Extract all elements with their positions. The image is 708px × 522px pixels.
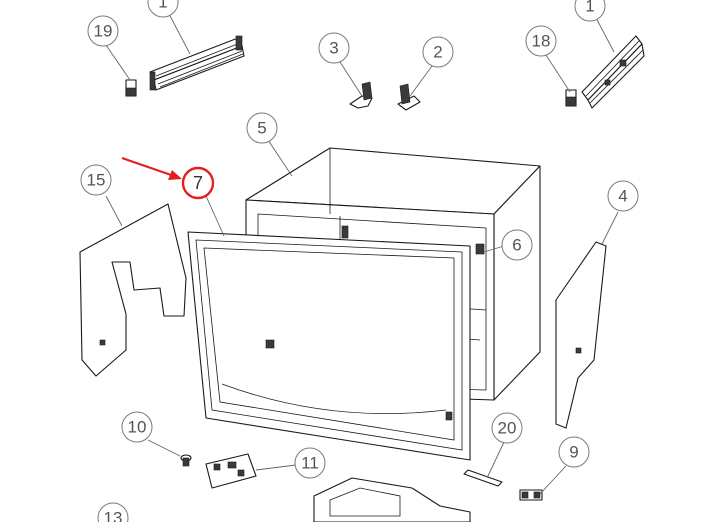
callout-10: 10 — [121, 411, 153, 443]
part-3-hinge[interactable] — [349, 81, 373, 109]
part-4-right-panel[interactable] — [555, 241, 607, 429]
callout-13: 13 — [97, 502, 129, 522]
svg-text:20: 20 — [498, 419, 517, 438]
callout-19: 19 — [87, 15, 119, 47]
callout-15: 15 — [80, 164, 112, 196]
part-9-latch[interactable] — [519, 489, 543, 501]
svg-text:10: 10 — [128, 418, 147, 437]
callout-5: 5 — [246, 112, 278, 144]
callout-2: 2 — [422, 36, 454, 68]
part-7-door-frame[interactable] — [187, 231, 471, 461]
part-10-screw[interactable] — [180, 454, 192, 467]
callout-6: 6 — [501, 229, 533, 261]
callout-4: 4 — [607, 180, 639, 212]
callout-1-left: 1 — [147, 0, 179, 18]
part-11-control-board[interactable] — [205, 453, 257, 489]
svg-text:1: 1 — [585, 0, 594, 16]
leader-lines — [105, 11, 619, 495]
svg-text:6: 6 — [512, 236, 521, 255]
callout-7-highlighted[interactable]: 7 — [181, 166, 215, 200]
svg-text:3: 3 — [329, 39, 338, 58]
part-2-hinge[interactable] — [397, 83, 421, 111]
part-15-left-panel[interactable] — [79, 203, 187, 377]
svg-text:2: 2 — [433, 43, 442, 62]
callout-11: 11 — [294, 447, 326, 479]
callout-18: 18 — [525, 25, 557, 57]
svg-text:19: 19 — [94, 22, 113, 41]
svg-text:13: 13 — [104, 509, 123, 522]
svg-text:5: 5 — [257, 119, 266, 138]
svg-text:11: 11 — [301, 454, 319, 473]
svg-text:15: 15 — [87, 171, 106, 190]
callout-1-right: 1 — [574, 0, 606, 22]
svg-text:18: 18 — [532, 32, 551, 51]
part-1-right-rail[interactable] — [581, 35, 645, 109]
part-18-right-clip[interactable] — [565, 89, 577, 107]
lower-bracket-partial[interactable] — [313, 477, 471, 522]
callout-20: 20 — [491, 412, 523, 444]
highlight-arrow — [121, 156, 182, 180]
svg-text:1: 1 — [158, 0, 167, 12]
part-19-left-clip[interactable] — [125, 79, 137, 97]
svg-text:4: 4 — [618, 187, 627, 206]
part-20-strip[interactable] — [463, 469, 503, 487]
callout-9: 9 — [558, 436, 590, 468]
part-1-left-rail[interactable] — [149, 35, 245, 91]
svg-text:7: 7 — [193, 173, 203, 193]
callout-3: 3 — [318, 32, 350, 64]
svg-text:9: 9 — [569, 443, 578, 462]
